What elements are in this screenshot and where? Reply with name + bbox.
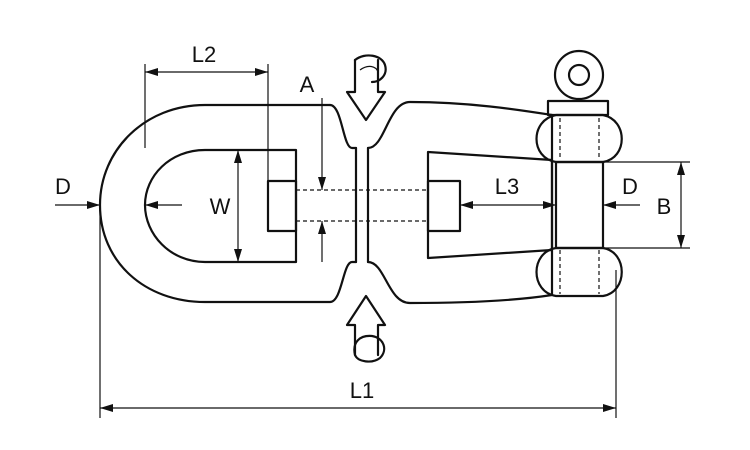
l1-arrow-left	[100, 404, 113, 412]
d-right-arrow	[603, 201, 616, 209]
label-w: W	[210, 194, 231, 219]
left-pin-nut	[266, 179, 298, 233]
w-arrow-top	[234, 150, 242, 163]
label-d-left: D	[55, 174, 71, 199]
pin-upper-bulb	[535, 113, 623, 164]
l3-arrow-left	[460, 201, 473, 209]
l1-arrow-right	[603, 404, 616, 412]
right-pin-nut	[426, 179, 462, 233]
rotation-arrow-bottom-icon	[345, 294, 387, 363]
pin-cylinder	[554, 160, 605, 250]
b-arrow-top	[677, 162, 685, 175]
rotation-arrow-top-icon	[345, 54, 387, 122]
eye-inner-hole	[567, 63, 591, 87]
label-b: B	[657, 194, 672, 219]
a-arrow-top	[318, 177, 326, 190]
d-left-inner-arrow	[145, 201, 158, 209]
label-l2: L2	[192, 42, 216, 67]
eye-outer-ring	[553, 49, 605, 101]
shackle-top-neck	[328, 103, 358, 150]
l2-arrow-right	[255, 68, 268, 76]
b-arrow-bottom	[677, 235, 685, 248]
l3-arrow-right	[543, 201, 556, 209]
shackle-outer-outline	[98, 103, 358, 304]
label-d-right: D	[622, 174, 638, 199]
label-a: A	[300, 72, 315, 97]
pin-lower-bulb	[535, 246, 623, 298]
eye-collar	[546, 99, 610, 117]
d-left-arrow	[87, 201, 100, 209]
w-arrow-bottom	[234, 249, 242, 262]
label-l1: L1	[350, 378, 374, 403]
label-l3: L3	[495, 174, 519, 199]
l2-arrow-left	[145, 68, 158, 76]
a-arrow-bottom	[318, 221, 326, 234]
